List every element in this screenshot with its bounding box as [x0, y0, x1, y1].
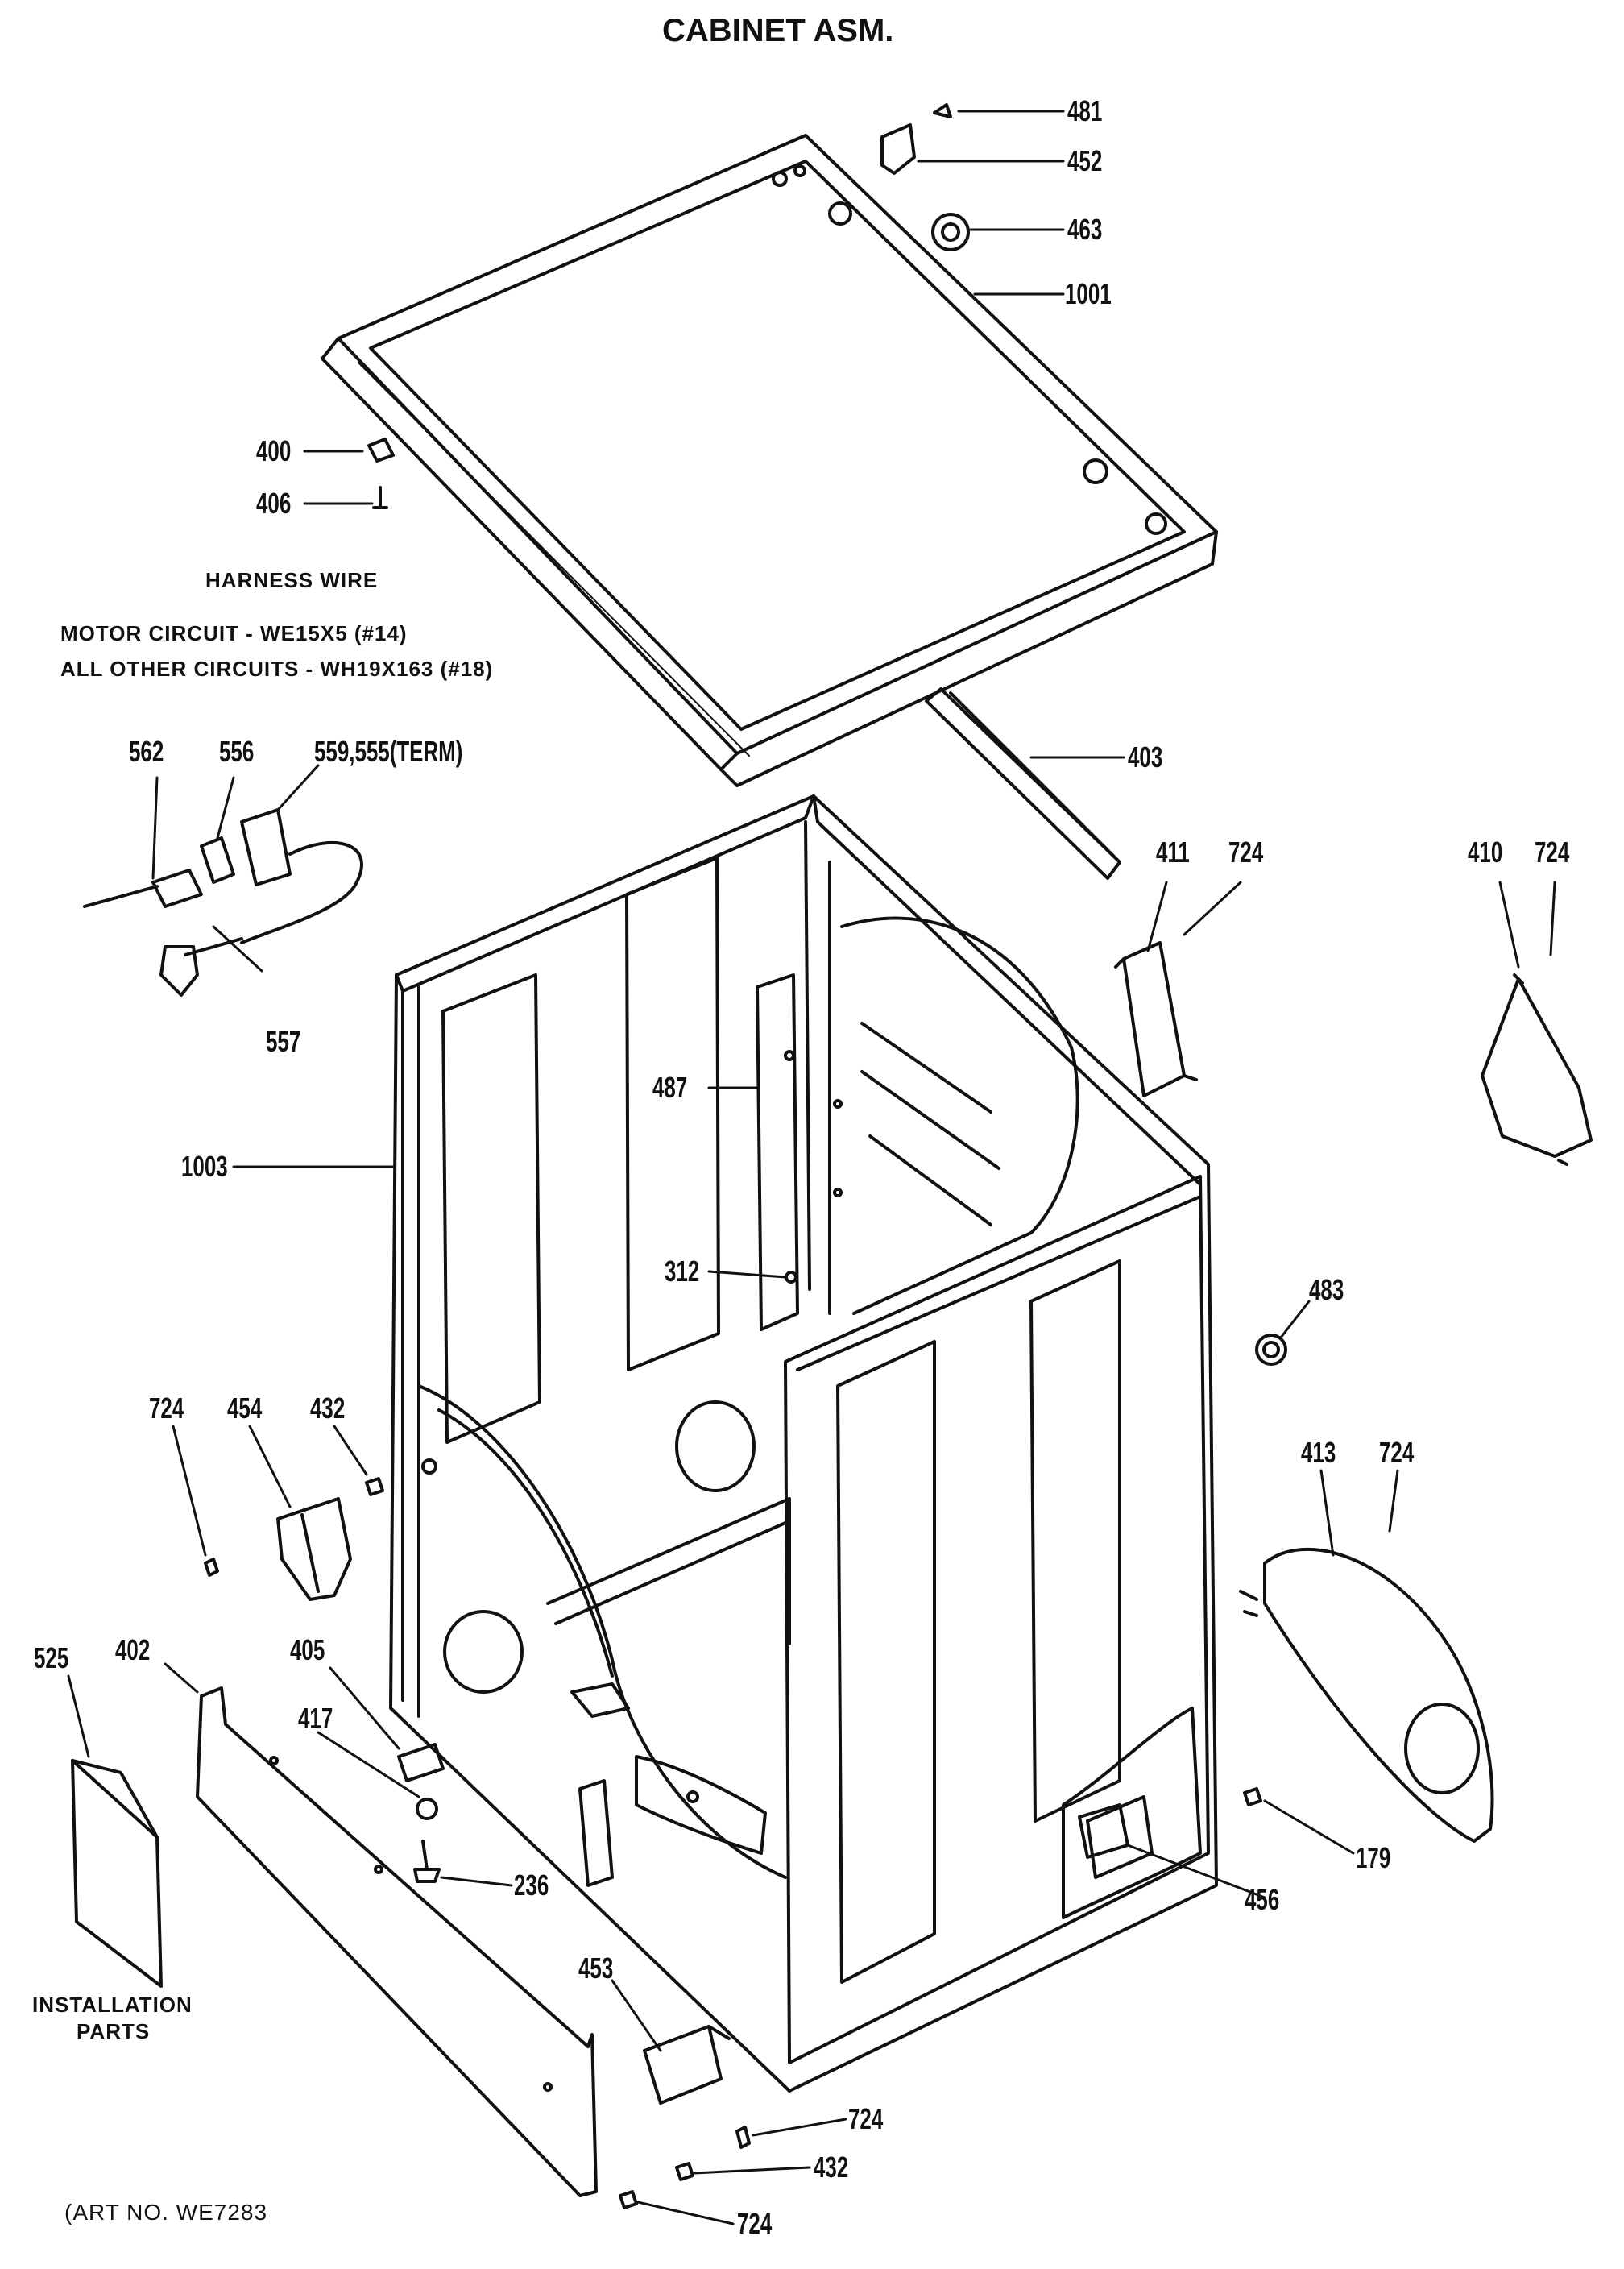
- top-cover: [321, 134, 1218, 787]
- callout-452: 452: [1067, 144, 1103, 177]
- callout-1003: 1003: [181, 1150, 228, 1183]
- callout-724-a: 724: [1228, 836, 1264, 869]
- small-parts-top: [367, 103, 970, 509]
- callout-724-f: 724: [737, 2207, 773, 2240]
- installation-envelope: [71, 1759, 163, 1988]
- cabinet-shell: [389, 794, 1218, 2093]
- callout-724-b: 724: [1535, 836, 1570, 869]
- callout-411: 411: [1156, 836, 1190, 869]
- installation-label-1: INSTALLATION: [32, 1993, 193, 2017]
- callout-454: 454: [227, 1392, 263, 1425]
- callout-724-c: 724: [149, 1392, 184, 1425]
- callout-405: 405: [290, 1633, 325, 1666]
- kick-panel: [196, 1686, 598, 2197]
- plate-410: [1481, 973, 1593, 1166]
- callout-556: 556: [219, 735, 255, 768]
- callout-403: 403: [1128, 740, 1163, 774]
- harness-cord: [83, 808, 363, 997]
- callout-724-e: 724: [848, 2102, 884, 2135]
- small-parts-right: [1078, 1787, 1262, 1859]
- callout-236: 236: [514, 1869, 549, 1902]
- diagram-title: CABINET ASM.: [662, 13, 894, 48]
- callout-417: 417: [298, 1702, 334, 1735]
- small-parts-left: [204, 1477, 445, 1883]
- callout-413: 413: [1301, 1436, 1336, 1469]
- art-number: (ART NO. WE7283: [64, 2200, 268, 2225]
- callout-1001: 1001: [1065, 277, 1112, 310]
- installation-label-2: PARTS: [77, 2019, 151, 2043]
- callout-406: 406: [256, 487, 292, 520]
- callout-432-a: 432: [310, 1392, 346, 1425]
- callout-453: 453: [578, 1952, 614, 1985]
- callout-481: 481: [1067, 94, 1103, 127]
- callout-557: 557: [266, 1025, 301, 1058]
- callout-432-b: 432: [814, 2151, 849, 2184]
- callout-456: 456: [1245, 1883, 1280, 1916]
- duct-cover: [1239, 1547, 1494, 1843]
- callout-562: 562: [129, 735, 164, 768]
- callout-559-555: 559,555(TERM): [314, 735, 463, 768]
- callout-402: 402: [115, 1633, 151, 1666]
- callout-463: 463: [1067, 213, 1103, 246]
- callout-410: 410: [1468, 836, 1503, 869]
- bracket-411: [1114, 941, 1198, 1097]
- callout-487: 487: [652, 1071, 688, 1104]
- plug-483: [1255, 1334, 1287, 1366]
- harness-line-2: ALL OTHER CIRCUITS - WH19X163 (#18): [60, 657, 494, 681]
- callout-525: 525: [34, 1641, 69, 1674]
- callout-312: 312: [665, 1255, 700, 1288]
- small-parts-bottom: [619, 2025, 751, 2209]
- harness-heading: HARNESS WIRE: [205, 568, 379, 592]
- callout-724-d: 724: [1379, 1436, 1415, 1469]
- callout-179: 179: [1356, 1841, 1391, 1874]
- callout-483: 483: [1309, 1273, 1344, 1306]
- corner-brace: [925, 687, 1121, 880]
- callout-400: 400: [256, 434, 292, 467]
- leader-lines: [67, 110, 1556, 2225]
- harness-line-1: MOTOR CIRCUIT - WE15X5 (#14): [60, 621, 408, 645]
